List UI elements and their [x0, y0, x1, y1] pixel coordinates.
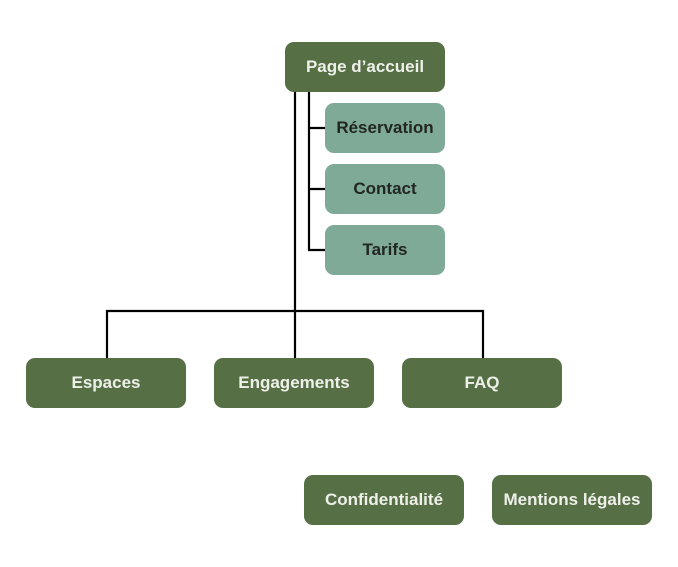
- node-contact[interactable]: Contact: [325, 164, 445, 214]
- node-label: Espaces: [71, 373, 141, 392]
- node-label: Engagements: [238, 373, 350, 392]
- node-label: Tarifs: [362, 240, 408, 259]
- node-label: Mentions légales: [503, 490, 641, 509]
- node-label: Page d’accueil: [305, 57, 425, 76]
- node-label: FAQ: [464, 373, 500, 392]
- node-mentions-legales[interactable]: Mentions légales: [492, 475, 652, 525]
- node-tarifs[interactable]: Tarifs: [325, 225, 445, 275]
- node-engagements[interactable]: Engagements: [214, 358, 374, 408]
- node-label: Réservation: [336, 118, 434, 137]
- node-label: Contact: [353, 179, 417, 198]
- node-faq[interactable]: FAQ: [402, 358, 562, 408]
- node-page-accueil[interactable]: Page d’accueil: [285, 42, 445, 92]
- node-reservation[interactable]: Réservation: [325, 103, 445, 153]
- node-label: Confidentialité: [324, 490, 444, 509]
- node-espaces[interactable]: Espaces: [26, 358, 186, 408]
- node-confidentialite[interactable]: Confidentialité: [304, 475, 464, 525]
